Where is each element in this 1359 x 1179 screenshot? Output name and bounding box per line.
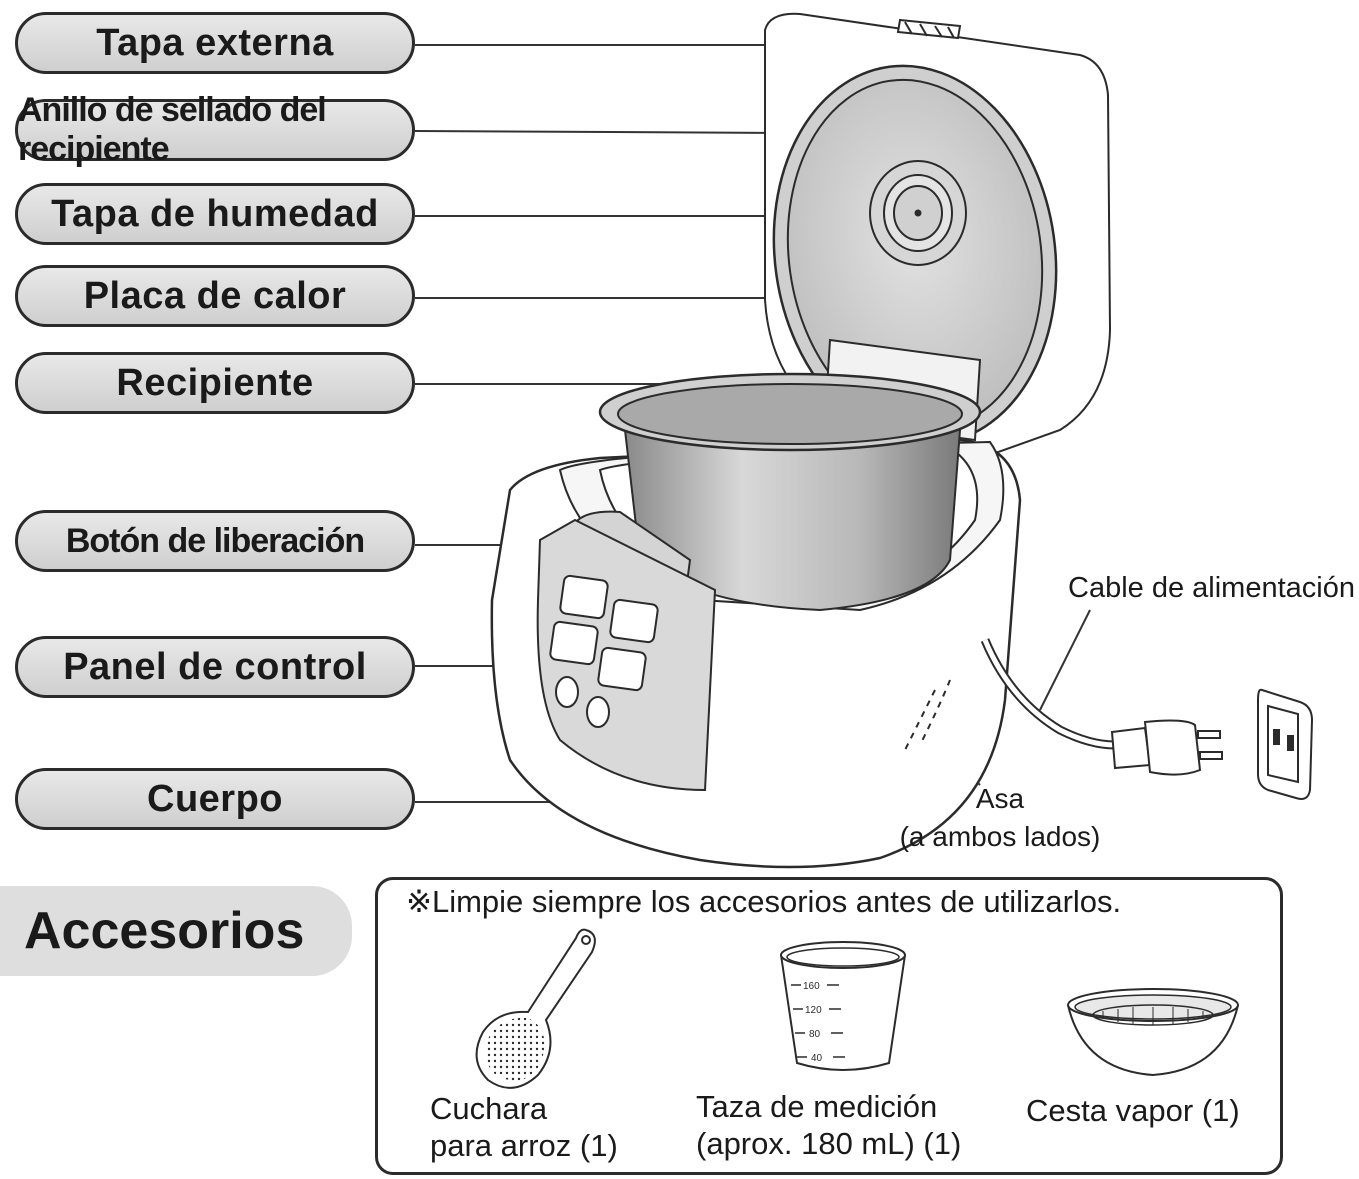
asa-line2: (a ambos lados) <box>899 821 1101 852</box>
cable-label: Cable de alimentación <box>1068 572 1355 604</box>
basket-label-line1: Cesta vapor (1) <box>1026 1093 1240 1128</box>
paddle-label-line2: para arroz (1) <box>430 1128 618 1163</box>
label-placa-calor: Placa de calor <box>15 265 415 327</box>
label-cuerpo: Cuerpo <box>15 768 415 830</box>
rice-paddle-icon <box>475 928 596 1089</box>
cup-mark-80: 80 <box>809 1029 821 1040</box>
cup-mark-40: 40 <box>811 1053 823 1064</box>
label-recipiente: Recipiente <box>15 352 415 414</box>
cup-label-line2: (aprox. 180 mL) (1) <box>696 1126 962 1161</box>
paddle-label-line1: Cuchara <box>430 1091 548 1126</box>
asa-line1: Asa <box>975 783 1025 814</box>
cup-mark-160: 160 <box>803 981 820 992</box>
rice-cooker-illustration <box>414 12 1314 869</box>
label-tapa-externa: Tapa externa <box>15 12 415 74</box>
steam-basket-icon <box>1067 988 1239 1077</box>
inner-pot <box>598 372 982 612</box>
label-boton-liberacion: Botón de liberación <box>15 510 415 572</box>
label-tapa-humedad: Tapa de humedad <box>15 183 415 245</box>
power-cord <box>980 638 1223 776</box>
wall-outlet <box>1257 688 1314 800</box>
cup-mark-120: 120 <box>805 1005 822 1016</box>
control-panel <box>536 518 717 792</box>
moisture-cap <box>869 160 967 266</box>
paddle-label: Cuchara para arroz (1) <box>430 1090 618 1164</box>
basket-label: Cesta vapor (1) <box>1026 1092 1240 1129</box>
measuring-cup-icon: 160 120 80 40 <box>780 941 906 1071</box>
label-panel-control: Panel de control <box>15 636 415 698</box>
cup-label-line1: Taza de medición <box>696 1089 938 1124</box>
cup-label: Taza de medición (aprox. 180 mL) (1) <box>696 1088 961 1162</box>
accessories-box: ※Limpie siempre los accesorios antes de … <box>375 877 1283 1175</box>
accessories-title: Accesorios <box>0 886 352 976</box>
asa-label: Asa (a ambos lados) <box>880 780 1120 856</box>
accessories-note: ※Limpie siempre los accesorios antes de … <box>406 884 1122 919</box>
